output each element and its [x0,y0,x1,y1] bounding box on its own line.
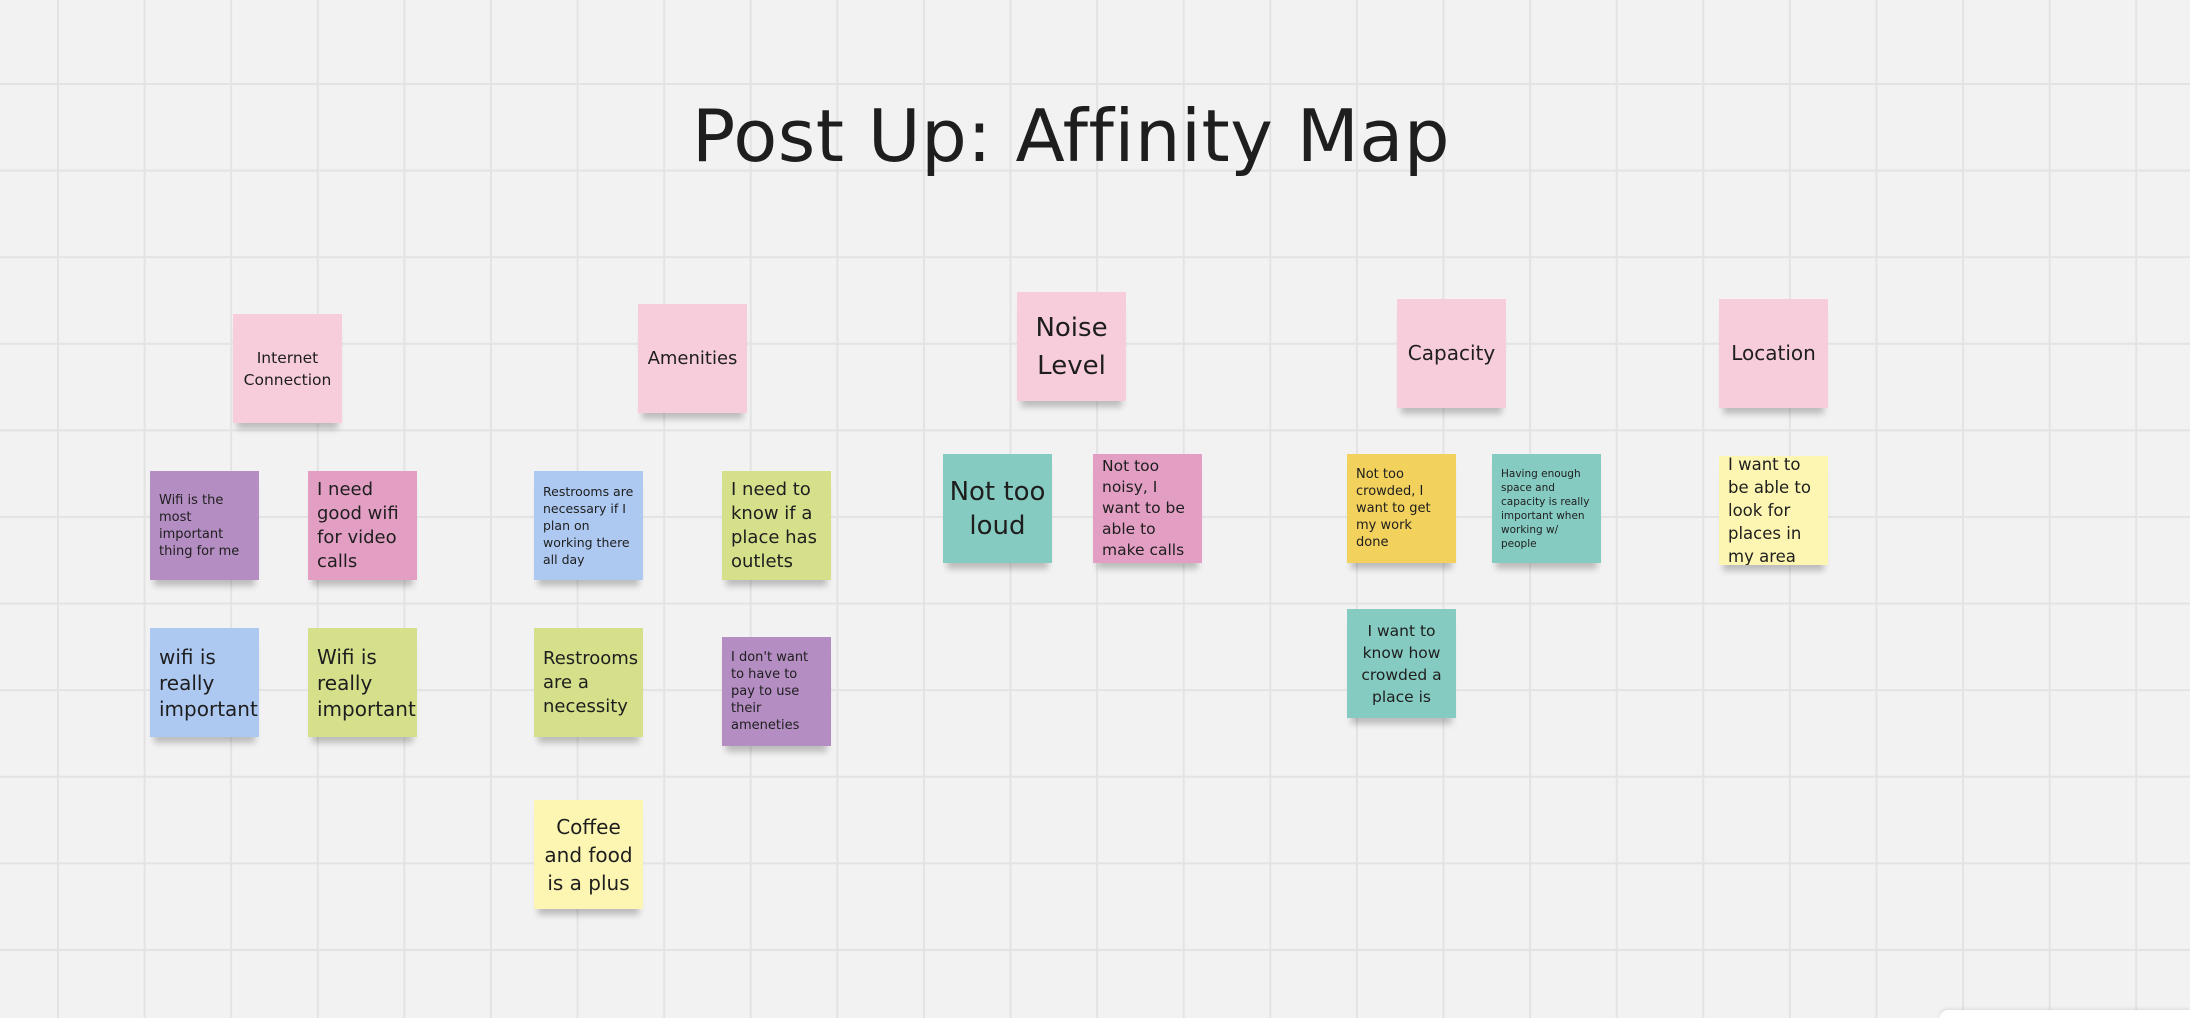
sticky-note[interactable]: Restrooms are a necessity [534,628,643,737]
sticky-note[interactable]: Wifi is the most important thing for me [150,471,259,580]
sticky-note[interactable]: I want to be able to look for places in … [1719,456,1828,565]
sticky-text: Not too noisy, I want to be able to make… [1102,457,1185,559]
sticky-text: Not too crowded, I want to get my work d… [1356,467,1431,550]
sticky-text: Wifi is really important [317,644,416,721]
sticky-text: Not too loud [949,476,1046,541]
sticky-header-noise-level[interactable]: Noise Level [1017,292,1126,401]
sticky-note[interactable]: I don't want to have to pay to use their… [722,637,831,746]
sticky-text: Wifi is the most important thing for me [159,492,240,559]
sticky-note[interactable]: Not too crowded, I want to get my work d… [1347,454,1456,563]
sticky-text: Internet Connection [243,348,332,389]
board-title[interactable]: Post Up: Affinity Map [691,94,1451,178]
sticky-text: Noise Level [1035,312,1108,381]
sticky-text: I don't want to have to pay to use their… [731,650,809,733]
sticky-note[interactable]: wifi is really important [150,628,259,737]
sticky-note[interactable]: I want to know how crowded a place is [1347,609,1456,718]
sticky-text: Location [1731,341,1816,365]
sticky-text: Amenities [647,347,738,369]
sticky-text: Capacity [1407,341,1496,365]
sticky-text: Having enough space and capacity is real… [1501,467,1590,550]
sticky-note[interactable]: I need good wifi for video calls [308,471,417,580]
sticky-text: Coffee and food is a plus [544,814,633,895]
sticky-text: I want to be able to look for places in … [1728,456,1811,565]
sticky-note[interactable]: Not too loud [943,454,1052,563]
sticky-text: I need good wifi for video calls [317,478,399,572]
sticky-note[interactable]: Wifi is really important [308,628,417,737]
sticky-header-capacity[interactable]: Capacity [1397,299,1506,408]
sticky-header-location[interactable]: Location [1719,299,1828,408]
sticky-header-internet-connection[interactable]: Internet Connection [233,314,342,423]
sticky-note[interactable]: Not too noisy, I want to be able to make… [1093,454,1202,563]
sticky-note[interactable]: Restrooms are necessary if I plan on wor… [534,471,643,580]
sticky-text: wifi is really important [159,644,258,721]
sticky-note[interactable]: Coffee and food is a plus [534,800,643,909]
sticky-header-amenities[interactable]: Amenities [638,304,747,413]
sticky-text: I need to know if a place has outlets [731,478,817,572]
sticky-text: Restrooms are a necessity [543,647,639,717]
sticky-text: Restrooms are necessary if I plan on wor… [543,484,634,567]
sticky-note[interactable]: I need to know if a place has outlets [722,471,831,580]
sticky-text: I want to know how crowded a place is [1361,621,1442,706]
sticky-note[interactable]: Having enough space and capacity is real… [1492,454,1601,563]
bottom-right-panel [1940,1010,2190,1018]
